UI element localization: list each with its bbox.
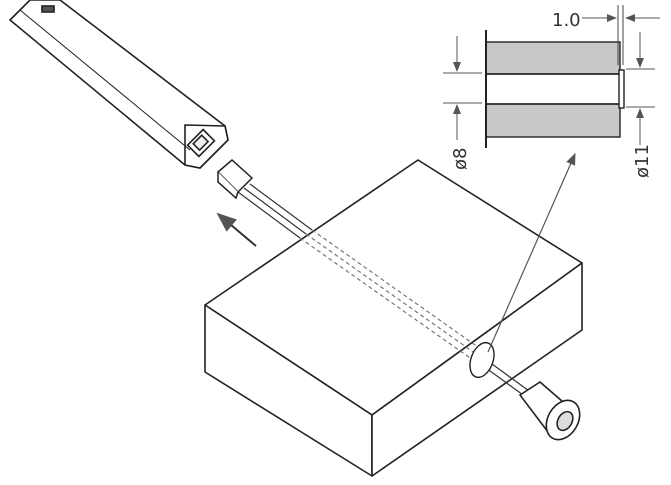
detail-leader-line [487, 152, 576, 353]
cable-connector [216, 159, 254, 200]
detail-cross-section: 1.0 ø8 ø11 [443, 5, 660, 178]
outer-diameter-label: ø11 [632, 144, 653, 178]
thickness-label: 1.0 [552, 10, 581, 31]
sensor [518, 381, 581, 441]
direction-arrow [216, 212, 257, 247]
inner-diameter-label: ø8 [450, 148, 471, 170]
driver-unit [8, 0, 229, 169]
furniture-panel [204, 159, 583, 477]
